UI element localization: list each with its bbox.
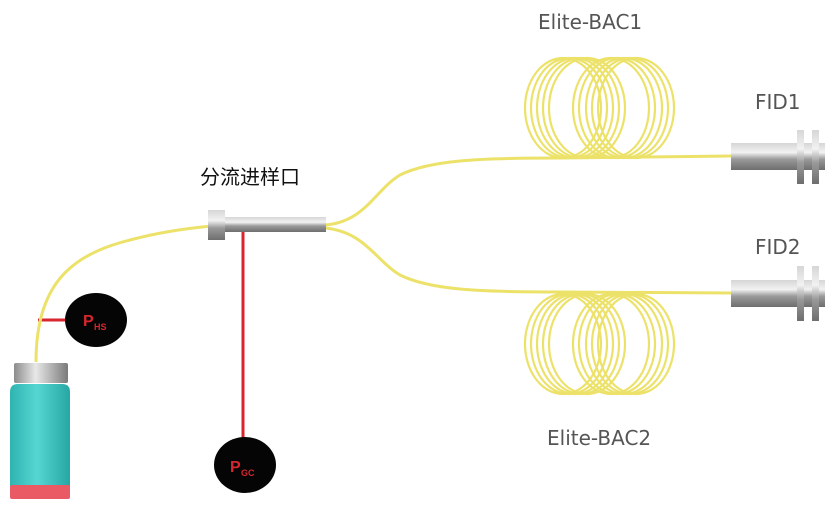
split-line-bottom <box>324 226 733 295</box>
detector-top-label: FID1 <box>755 90 801 114</box>
pressure-gauge-gc: P GC <box>214 437 276 493</box>
inlet-label: 分流进样口 <box>200 165 300 189</box>
column-coil-bottom <box>523 292 676 396</box>
gauge-hs-sub: HS <box>94 322 107 332</box>
pressure-gauge-hs: P HS <box>65 293 127 347</box>
gauge-gc-main: P <box>230 459 241 476</box>
split-line-top <box>324 154 733 227</box>
headspace-vial <box>10 363 70 499</box>
column-top-label: Elite-BAC1 <box>538 10 642 34</box>
fid2-detector <box>731 266 825 321</box>
transfer-line <box>34 224 213 363</box>
fid1-detector <box>731 130 825 184</box>
gauge-hs-main: P <box>83 313 94 330</box>
split-inlet <box>208 210 326 240</box>
column-bottom-label: Elite-BAC2 <box>547 426 651 450</box>
gauge-gc-sub: GC <box>241 468 255 478</box>
detector-bottom-label: FID2 <box>755 235 801 259</box>
column-coil-top <box>523 56 676 160</box>
